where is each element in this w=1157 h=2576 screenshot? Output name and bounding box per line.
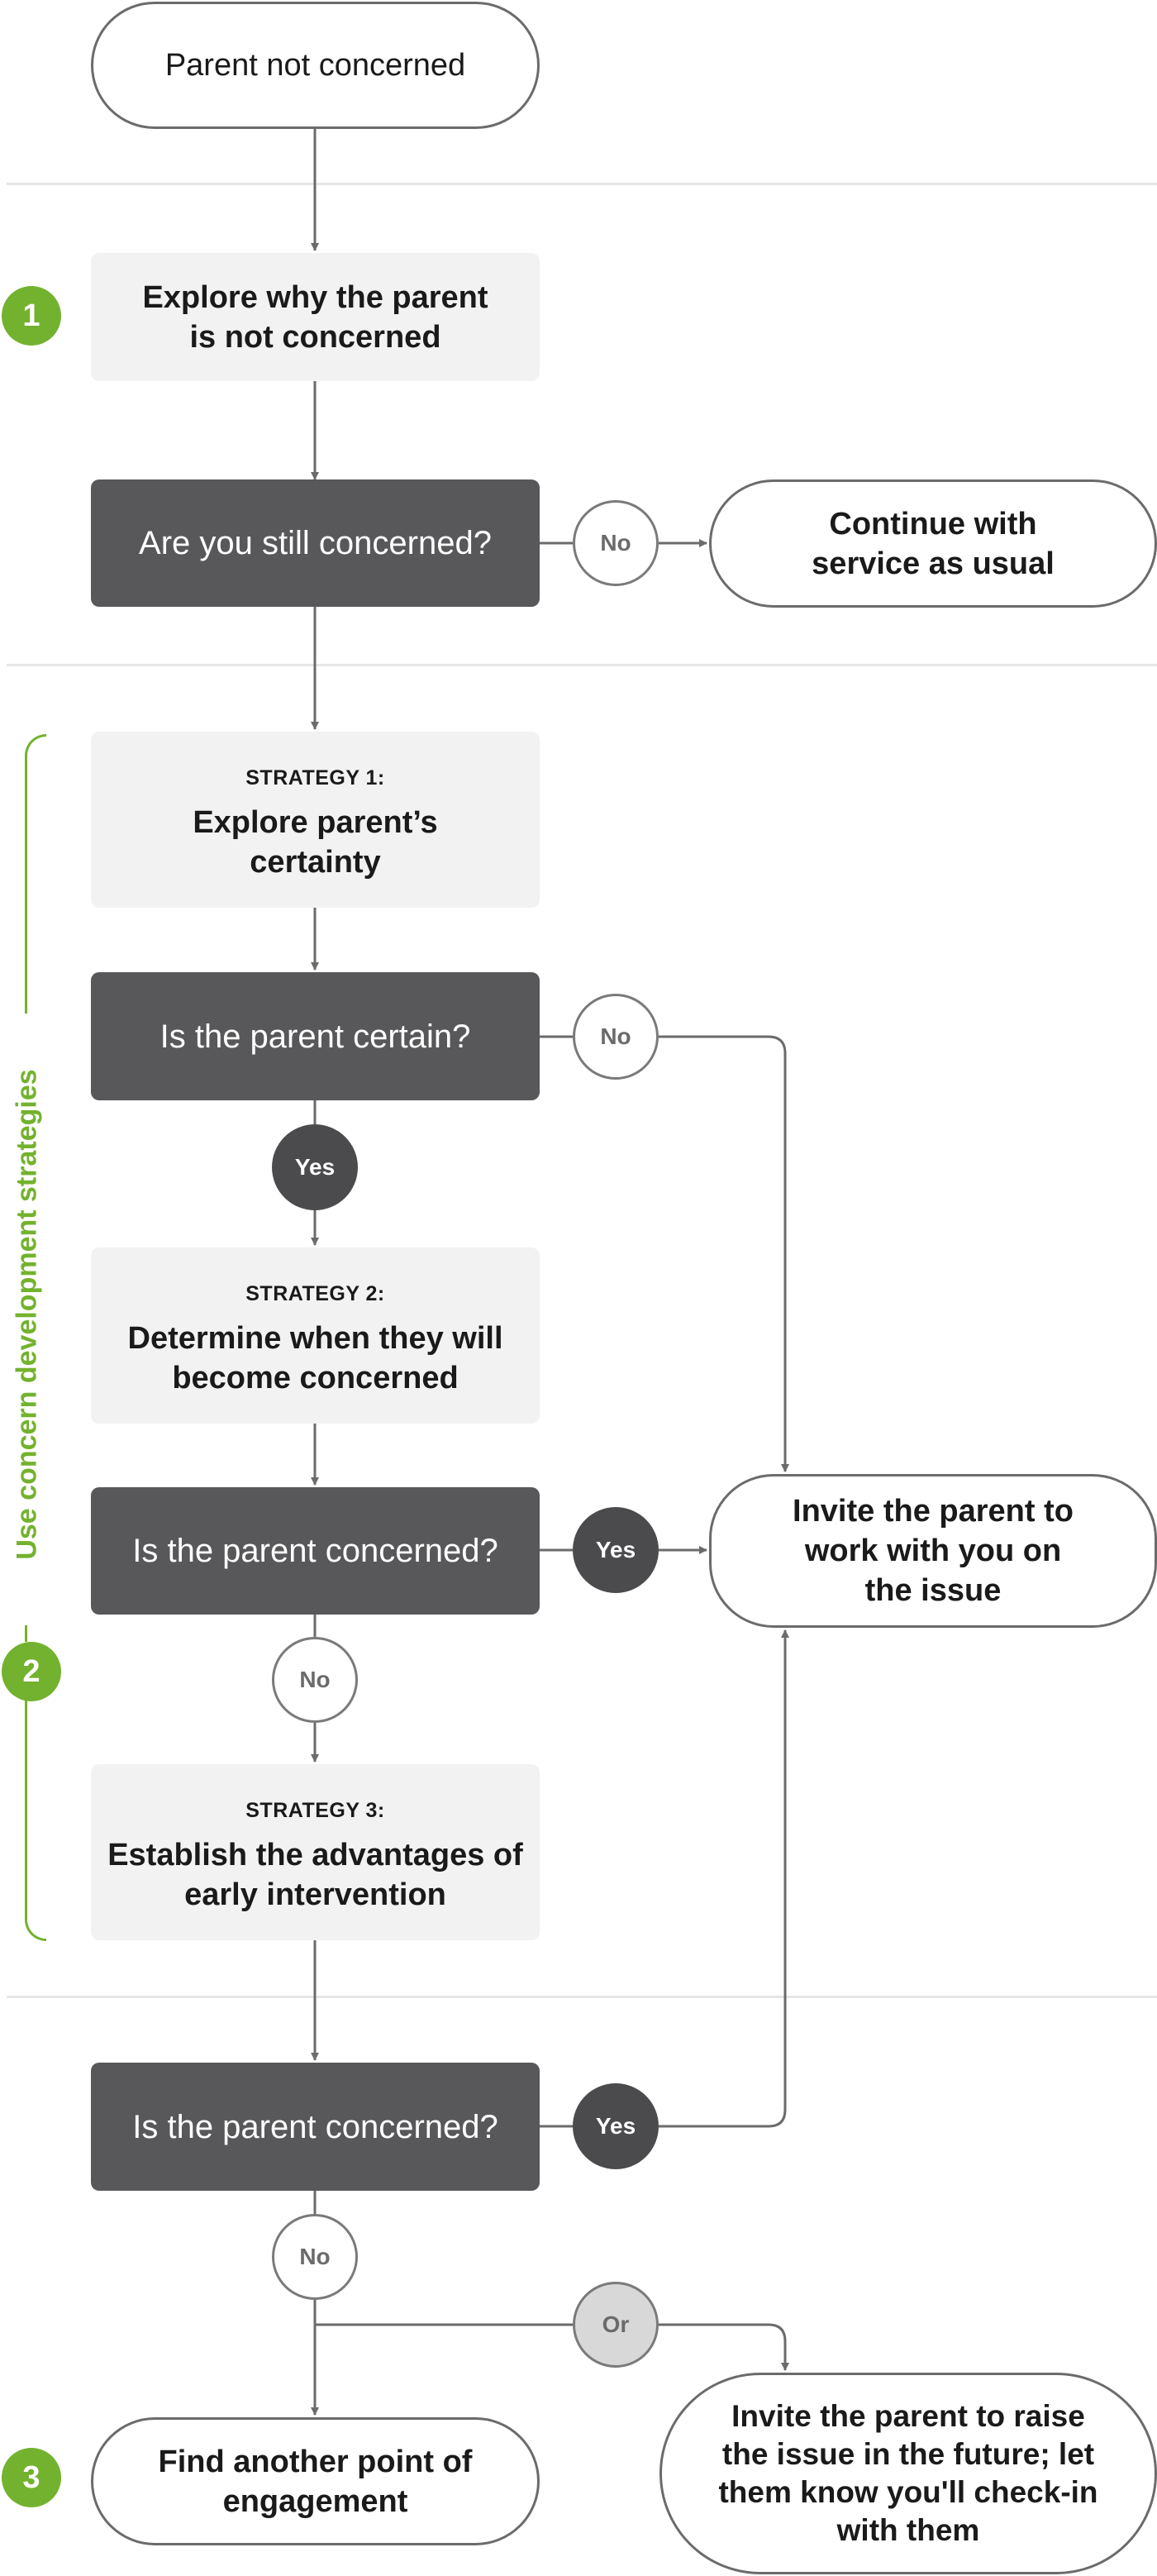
invite-work-node: Invite the parent to work with you on th… xyxy=(709,1474,1157,1628)
answer-no-concerned-1: No xyxy=(272,1637,358,1723)
connector-yes-to-invite-2 xyxy=(659,1629,789,2128)
parent-concerned-decision-2: Is the parent concerned? xyxy=(91,2063,540,2191)
answer-no-still: No xyxy=(573,500,659,586)
connector-or-to-invite-future xyxy=(659,2323,789,2371)
explore-step: Explore why the parent is not concerned xyxy=(91,253,540,381)
parent-concerned-1-text: Is the parent concerned? xyxy=(132,1533,498,1569)
continue-service-node: Continue with service as usual xyxy=(709,479,1157,608)
explore-step-text: Explore why the parent is not concerned xyxy=(142,279,488,355)
strategy-3-label: STRATEGY 3: xyxy=(245,1798,385,1822)
connector-certain-no-to-invite xyxy=(659,1035,789,1472)
invite-future-node: Invite the parent to raise the issue in … xyxy=(659,2373,1157,2574)
start-node-text: Parent not concerned xyxy=(164,48,466,83)
strategy-1-text: Explore parent’s certainty xyxy=(193,804,438,880)
step-badge-1: 1 xyxy=(2,286,61,346)
parent-concerned-decision-1: Is the parent concerned? xyxy=(91,1487,540,1615)
parent-certain-text: Is the parent certain? xyxy=(160,1018,471,1055)
strategy-3-text: Establish the advantages of early interv… xyxy=(107,1837,523,1912)
answer-yes-concerned-1: Yes xyxy=(573,1507,659,1593)
section-divider xyxy=(7,1996,1157,1998)
step-badge-2: 2 xyxy=(2,1642,61,1701)
section-divider xyxy=(7,183,1157,185)
answer-or: Or xyxy=(573,2282,659,2368)
section-divider xyxy=(7,664,1157,666)
answer-no-concerned-2: No xyxy=(272,2214,358,2300)
still-concerned-decision: Are you still concerned? xyxy=(91,479,540,607)
answer-yes-certain: Yes xyxy=(272,1124,358,1210)
step-badge-3: 3 xyxy=(2,2448,61,2507)
strategy-1: STRATEGY 1: Explore parent’s certainty xyxy=(91,732,540,908)
start-node: Parent not concerned xyxy=(91,2,540,129)
invite-work-text: Invite the parent to work with you on th… xyxy=(793,1494,1074,1608)
parent-certain-decision: Is the parent certain? xyxy=(91,972,540,1100)
find-engagement-node: Find another point of engagement xyxy=(91,2417,540,2545)
answer-yes-concerned-2: Yes xyxy=(573,2083,659,2169)
find-engagement-text: Find another point of engagement xyxy=(158,2444,473,2519)
still-concerned-text: Are you still concerned? xyxy=(139,525,492,561)
strategy-1-label: STRATEGY 1: xyxy=(245,766,385,789)
invite-future-text: Invite the parent to raise the issue in … xyxy=(718,2399,1098,2547)
parent-concerned-2-text: Is the parent concerned? xyxy=(132,2108,498,2145)
strategy-2: STRATEGY 2: Determine when they will bec… xyxy=(91,1247,540,1424)
answer-no-certain: No xyxy=(573,994,659,1080)
strategies-label: Use concern development strategies xyxy=(11,1069,43,1560)
strategy-2-label: STRATEGY 2: xyxy=(245,1281,385,1305)
continue-service-text: Continue with service as usual xyxy=(812,506,1055,581)
strategy-2-text: Determine when they will become concerne… xyxy=(127,1320,503,1395)
strategy-3: STRATEGY 3: Establish the advantages of … xyxy=(91,1764,540,1940)
